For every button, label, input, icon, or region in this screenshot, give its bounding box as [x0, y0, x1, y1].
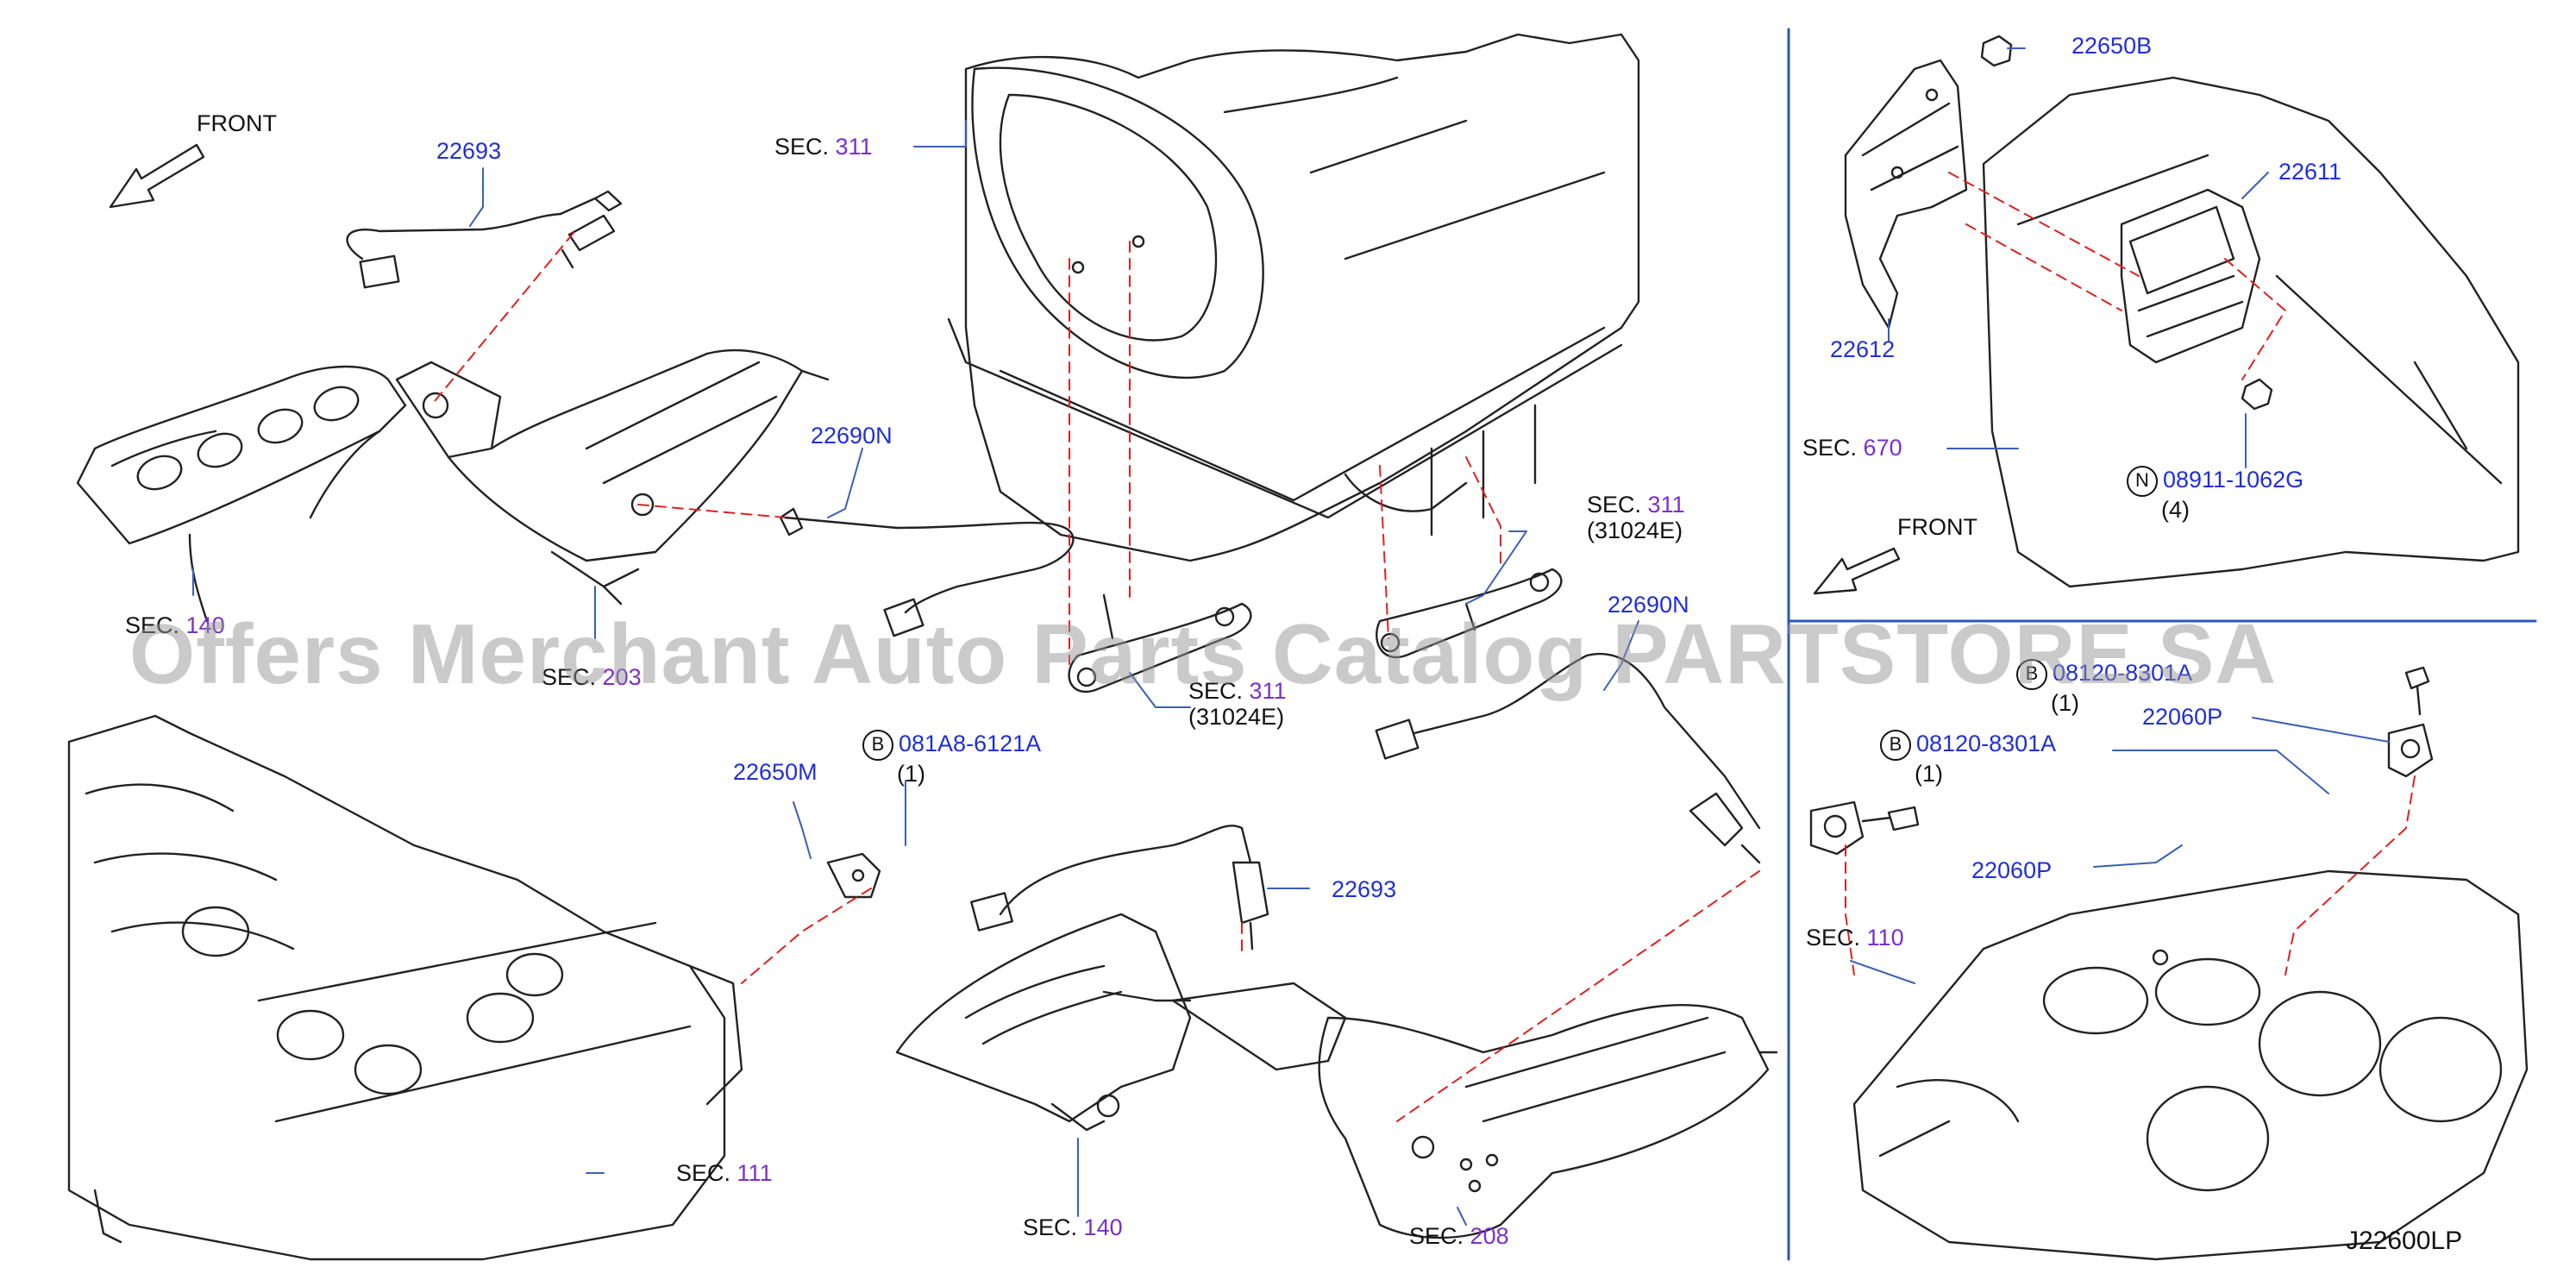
ecm-bracket — [1844, 59, 1968, 329]
part-number[interactable]: 22690N — [1608, 592, 1689, 618]
front-label-text: FRONT — [1897, 514, 1977, 540]
knock-sensor-upper — [2387, 723, 2434, 778]
fastener-qty: (4) — [2161, 497, 2190, 523]
section-ref[interactable]: SEC. 311 — [774, 134, 873, 160]
section-prefix: SEC. — [125, 612, 180, 638]
section-number: 208 — [1470, 1223, 1509, 1249]
guide-lines — [430, 172, 2416, 1122]
section-ref[interactable]: SEC. 111 — [676, 1160, 773, 1186]
fastener-symbol-icon: B — [2016, 659, 2047, 690]
part-number[interactable]: 22612 — [1830, 336, 1896, 362]
oxygen-sensor-22690n-upper — [779, 507, 1075, 637]
fastener-qty: (1) — [1915, 761, 1943, 787]
part-number[interactable]: 22690N — [811, 423, 893, 449]
section-number: 140 — [185, 612, 225, 638]
section-number: 670 — [1863, 435, 1902, 461]
exhaust-manifold-left — [76, 365, 407, 623]
section-prefix: SEC. — [1806, 925, 1861, 951]
section-number: 111 — [736, 1160, 773, 1186]
section-prefix: SEC. — [1587, 492, 1642, 518]
section-sub: (31024E) — [1188, 704, 1285, 730]
part-number[interactable]: 22650B — [2071, 33, 2153, 59]
section-ref[interactable]: SEC. 140 — [1023, 1214, 1123, 1240]
part-number[interactable]: 22611 — [2278, 159, 2342, 185]
knock-sensor-lower — [1809, 800, 1865, 856]
oxygen-sensor-upper — [346, 190, 623, 289]
panel-divider — [1787, 28, 2537, 1261]
section-ref[interactable]: SEC. 140 — [125, 612, 225, 638]
front-label: FRONT — [1897, 514, 1977, 540]
section-prefix: SEC. — [1188, 678, 1244, 704]
section-number: 311 — [1647, 492, 1685, 518]
section-number: 311 — [835, 134, 873, 160]
fastener-qty: (1) — [897, 761, 925, 787]
heat-shield-right — [1376, 568, 1563, 659]
fastener-symbol-icon: N — [2127, 466, 2158, 497]
cylinder-head — [67, 714, 743, 1261]
body-panel — [1982, 76, 2520, 588]
section-ref[interactable]: SEC. 670 — [1802, 435, 1902, 461]
fastener-symbol-icon: B — [862, 730, 893, 761]
exhaust-manifold-right — [895, 913, 1192, 1132]
part-number[interactable]: 22650M — [733, 759, 818, 785]
oxygen-sensor-lower — [970, 825, 1269, 951]
part-number[interactable]: 22060P — [1971, 857, 2053, 883]
fastener-qty: (1) — [2051, 690, 2079, 716]
oxygen-sensor-22690n-lower — [1375, 652, 1761, 864]
section-prefix: SEC. — [774, 134, 830, 160]
part-number[interactable]: 22693 — [436, 138, 502, 164]
section-number: 110 — [1866, 925, 1904, 951]
fastener-number: 08120-8301A — [1916, 731, 2057, 757]
section-sub: (31024E) — [1587, 518, 1683, 543]
section-number: 140 — [1083, 1214, 1123, 1240]
front-arrow-icon — [1813, 547, 1901, 595]
catalytic-converter-right — [1171, 982, 1778, 1239]
front-label-text: FRONT — [197, 110, 277, 136]
fastener-number: 08911-1062G — [2163, 467, 2304, 493]
section-ref[interactable]: SEC. 311(31024E) — [1587, 492, 1685, 543]
section-prefix: SEC. — [542, 664, 597, 690]
section-ref[interactable]: SEC. 208 — [1409, 1223, 1509, 1249]
section-number: 203 — [602, 664, 642, 690]
ecm-module — [2120, 188, 2261, 364]
section-prefix: SEC. — [1023, 1214, 1078, 1240]
section-ref[interactable]: SEC. 203 — [542, 664, 642, 690]
section-number: 311 — [1249, 678, 1287, 704]
leader-lines — [192, 47, 2390, 1226]
catalytic-converter-left — [395, 348, 830, 605]
bolt-icon — [1861, 666, 2430, 831]
part-number[interactable]: 22060P — [2142, 704, 2223, 730]
watermark: Offers Merchant Auto Parts Catalog PARTS… — [129, 606, 2278, 701]
part-number[interactable]: 22693 — [1332, 876, 1397, 902]
cylinder-block — [1852, 869, 2529, 1261]
section-ref[interactable]: SEC. 110 — [1806, 925, 1904, 951]
section-prefix: SEC. — [1802, 435, 1858, 461]
front-label: FRONT — [197, 110, 277, 136]
transmission-case — [947, 33, 1640, 562]
section-prefix: SEC. — [676, 1160, 731, 1186]
fastener-symbol-icon: B — [1880, 730, 1911, 761]
nut-icon — [1980, 35, 2273, 411]
diagram-code: J22600LP — [2346, 1227, 2463, 1255]
heat-shield-left — [1068, 593, 1252, 693]
front-arrow-icon — [109, 143, 205, 209]
bracket-22650m — [826, 852, 881, 899]
section-ref[interactable]: SEC. 311(31024E) — [1188, 678, 1287, 730]
fastener-number: 08120-8301A — [2053, 660, 2193, 687]
fastener-number: 081A8-6121A — [899, 731, 1042, 757]
section-prefix: SEC. — [1409, 1223, 1464, 1249]
